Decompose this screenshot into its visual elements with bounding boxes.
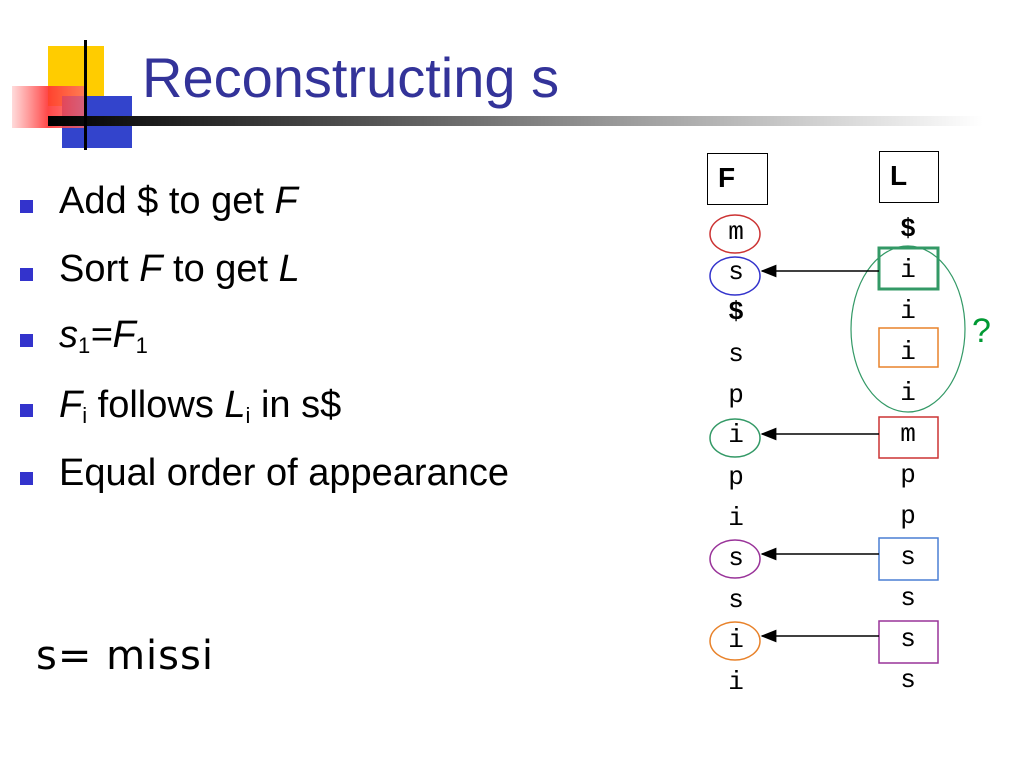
l-char: i [900, 378, 916, 408]
l-box-i-orange [878, 327, 939, 368]
l-column-header: L [879, 151, 939, 203]
bullet-square-icon [20, 200, 33, 213]
l-box-m-red [878, 416, 939, 459]
subscript: 1 [78, 333, 91, 358]
variable-f: F [112, 314, 136, 356]
f-char: s [728, 543, 744, 573]
l-char: m [900, 419, 916, 449]
equals-sign: = [90, 314, 113, 356]
l-char: i [900, 296, 916, 326]
f-char: m [728, 217, 744, 247]
subscript: 1 [135, 333, 148, 358]
bullet-square-icon [20, 334, 33, 347]
l-box-s-blue [878, 537, 939, 581]
f-char: s [728, 339, 744, 369]
f-char: p [728, 380, 744, 410]
variable-f: F [59, 384, 83, 426]
l-char: $ [900, 214, 916, 244]
bullet-square-icon [20, 472, 33, 485]
f-circle-s [709, 256, 761, 296]
bullet-text: in s$ [250, 384, 342, 426]
f-char: $ [728, 297, 744, 327]
f-char: s [728, 257, 744, 287]
variable-l: L [278, 248, 300, 290]
l-char: i [900, 255, 916, 285]
f-circle-m [709, 214, 761, 254]
l-char: s [900, 542, 916, 572]
f-circle-i2 [709, 621, 761, 661]
bullet-text: to get [162, 248, 279, 290]
l-box-s-purple [878, 620, 939, 664]
bullet-text: Equal order of appearance [59, 452, 509, 494]
l-box-i-green [877, 246, 940, 291]
f-char: p [728, 462, 744, 492]
subscript: i [245, 403, 251, 428]
l-char: i [900, 337, 916, 367]
bullet-square-icon [20, 268, 33, 281]
decorative-logo [12, 40, 983, 150]
bullet-text: follows [87, 384, 225, 426]
bullet-text: Sort [59, 248, 140, 290]
variable-f: F [274, 180, 298, 222]
l-char: p [900, 501, 916, 531]
f-circle-s2 [709, 539, 761, 579]
bullet-square-icon [20, 404, 33, 417]
f-char: i [728, 667, 744, 697]
f-char: s [728, 585, 744, 615]
f-circle-i [709, 418, 761, 458]
question-mark: ? [972, 312, 991, 350]
variable-s: s [59, 314, 78, 356]
l-char: s [900, 665, 916, 695]
variable-l: L [224, 384, 246, 426]
bullet-text: Add $ to get [59, 180, 275, 222]
f-column-header: F [707, 153, 768, 205]
i-group-oval [850, 245, 966, 413]
subscript: i [82, 403, 88, 428]
slide-title: Reconstructing s [142, 46, 560, 109]
l-char: s [900, 624, 916, 654]
l-char: s [900, 583, 916, 613]
f-char: i [728, 503, 744, 533]
result-string: s= missi [36, 633, 214, 679]
variable-f: F [139, 248, 163, 290]
l-char: p [900, 460, 916, 490]
f-char: i [728, 420, 744, 450]
f-char: i [728, 625, 744, 655]
